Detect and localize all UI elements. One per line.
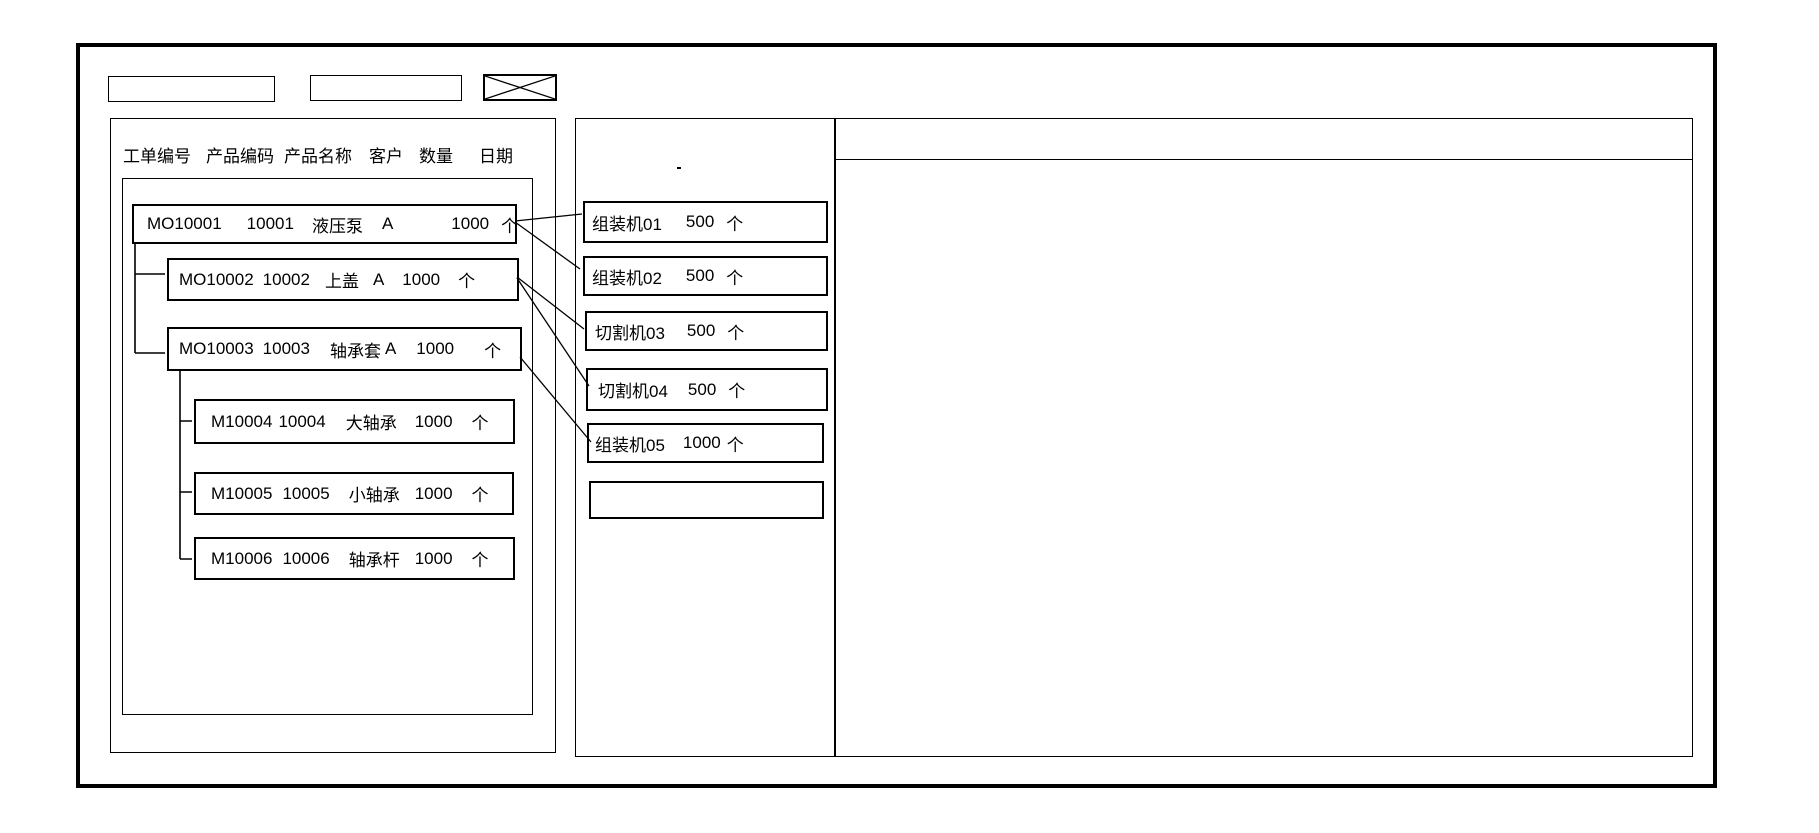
col-header-order-no: 工单编号: [123, 147, 191, 166]
machine-slot-1[interactable]: 组装机01 500 个: [583, 201, 828, 243]
detail-panel-header-divider: [836, 159, 1692, 160]
machine-slot-2[interactable]: 组装机02 500 个: [583, 256, 828, 296]
work-order-panel: 工单编号 产品编码 产品名称 客户 数量 日期 MO10001 10001 液压…: [110, 118, 556, 753]
col-header-customer: 客户: [369, 147, 403, 166]
toolbar-field-1[interactable]: [108, 76, 275, 102]
toolbar-field-2[interactable]: [310, 75, 462, 101]
col-header-product-name: 产品名称: [284, 147, 352, 166]
work-order-tree: MO10001 10001 液压泵 A 1000 个 MO10002 10002…: [122, 178, 533, 715]
machine-slot-5[interactable]: 组装机05 1000 个: [587, 423, 824, 463]
work-order-node-M10004[interactable]: M10004 10004 大轴承 1000 个: [194, 399, 515, 444]
work-order-node-M10006[interactable]: M10006 10006 轴承杆 1000 个: [194, 537, 515, 580]
col-header-product-code: 产品编码: [206, 147, 274, 166]
col-header-date: 日期: [479, 147, 513, 166]
machine-panel: 组装机01 500 个 组装机02 500 个 切割机03 500 个 切割机0…: [575, 118, 835, 757]
work-order-node-M10005[interactable]: M10005 10005 小轴承 1000 个: [194, 472, 514, 515]
col-header-qty: 数量: [419, 147, 453, 166]
work-order-node-MO10003[interactable]: MO10003 10003 轴承套 A 1000 个: [167, 327, 522, 371]
image-placeholder-icon[interactable]: [483, 74, 557, 101]
machine-slot-4[interactable]: 切割机04 500 个: [586, 368, 828, 411]
work-order-node-MO10001[interactable]: MO10001 10001 液压泵 A 1000 个: [132, 204, 518, 244]
detail-panel: [835, 118, 1693, 757]
work-order-node-MO10002[interactable]: MO10002 10002 上盖 A 1000 个: [167, 258, 519, 301]
machine-slot-3[interactable]: 切割机03 500 个: [585, 311, 828, 351]
machine-slot-empty[interactable]: [589, 481, 824, 519]
x-cross-icon: [484, 75, 556, 100]
stray-dot: [677, 167, 681, 169]
